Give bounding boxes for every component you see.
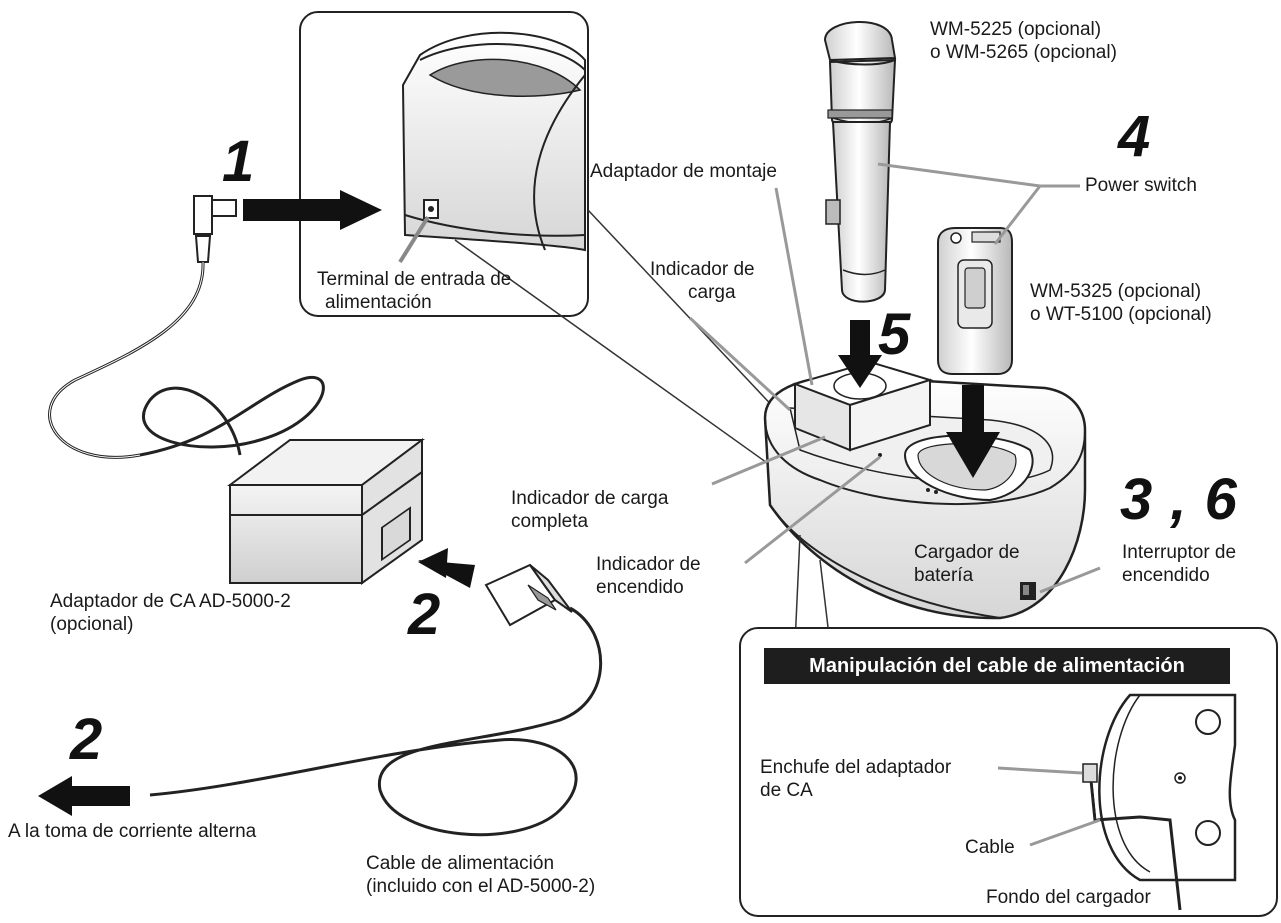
charger-line-2: batería [914, 565, 974, 586]
inset-bottom-label: Fondo del cargador [986, 887, 1151, 908]
charge-indicator-line-1: Indicador de [650, 259, 755, 280]
power-indicator-label: Indicador de encendido [596, 553, 701, 599]
full-charge-line-1: Indicador de carga [511, 488, 669, 509]
terminal-line-2: alimentación [325, 292, 432, 313]
ac-cord [149, 606, 603, 837]
full-charge-indicator-label: Indicador de carga completa [511, 487, 668, 533]
charger-line-1: Cargador de [914, 542, 1020, 563]
mic-model-line-2: o WM-5265 (opcional) [930, 42, 1117, 63]
step-5-number: 5 [878, 302, 912, 367]
power-cable-line-2: (incluido con el AD-5000-2) [366, 876, 596, 897]
cable-handling-inset [739, 627, 1278, 917]
mounting-adapter-label: Adaptador de montaje [590, 161, 777, 182]
power-switch-es-line-1: Interruptor de [1122, 542, 1237, 563]
step-2-outlet-number: 2 [70, 707, 104, 772]
power-switch-label: Power switch [1085, 175, 1197, 196]
step-1-number: 1 [222, 129, 256, 194]
ac-adapter-line-2: (opcional) [50, 614, 134, 635]
ac-cord-plug [484, 563, 573, 627]
inset-plug-label: Enchufe del adaptador de CA [760, 756, 951, 802]
outlet-label: A la toma de corriente alterna [8, 821, 257, 842]
arrow-step-5 [838, 320, 882, 388]
arrow-step-2-outlet [38, 776, 130, 816]
mic-model-line-1: WM-5225 (opcional) [930, 19, 1102, 40]
charge-indicator-label: Indicador de carga [650, 258, 755, 304]
power-cable-label: Cable de alimentación (incluido con el A… [366, 852, 595, 898]
handheld-microphone [823, 21, 897, 303]
dc-plug [193, 195, 237, 263]
transmitter-model-label: WM-5325 (opcional) o WT-5100 (opcional) [1030, 280, 1212, 326]
terminal-line-1: Terminal de entrada de [317, 269, 512, 290]
power-switch-es-line-2: encendido [1122, 565, 1210, 586]
arrow-insert-transmitter [946, 385, 1000, 478]
ac-adapter [227, 438, 425, 585]
bodypack-transmitter [937, 227, 1013, 375]
terminal-label: Terminal de entrada de alimentación [317, 268, 511, 314]
step-4-number: 4 [1118, 104, 1152, 169]
inset-plug-line-2: de CA [760, 780, 813, 801]
power-indicator-line-1: Indicador de [596, 554, 701, 575]
charger-label: Cargador de batería [914, 541, 1020, 587]
full-charge-line-2: completa [511, 511, 589, 532]
mic-model-label: WM-5225 (opcional) o WM-5265 (opcional) [930, 18, 1117, 64]
step-2-adapter-number: 2 [408, 582, 442, 647]
inset-cable-label: Cable [965, 837, 1015, 858]
ac-adapter-line-1: Adaptador de CA AD-5000-2 [50, 591, 291, 612]
transmitter-model-line-2: o WT-5100 (opcional) [1030, 304, 1212, 325]
power-switch-es-label: Interruptor de encendido [1122, 541, 1236, 587]
power-indicator-line-2: encendido [596, 577, 684, 598]
dc-cable [48, 261, 325, 459]
inset-plug-line-1: Enchufe del adaptador [760, 757, 952, 778]
inset-title: Manipulación del cable de alimentación [764, 648, 1230, 684]
ac-adapter-label: Adaptador de CA AD-5000-2 (opcional) [50, 590, 291, 636]
power-cable-line-1: Cable de alimentación [366, 853, 555, 874]
step-3-6-number: 3 , 6 [1120, 467, 1238, 532]
terminal-detail-callout [299, 11, 589, 317]
transmitter-model-line-1: WM-5325 (opcional) [1030, 281, 1202, 302]
arrow-step-1 [243, 190, 382, 230]
charge-indicator-line-2: carga [688, 282, 736, 303]
